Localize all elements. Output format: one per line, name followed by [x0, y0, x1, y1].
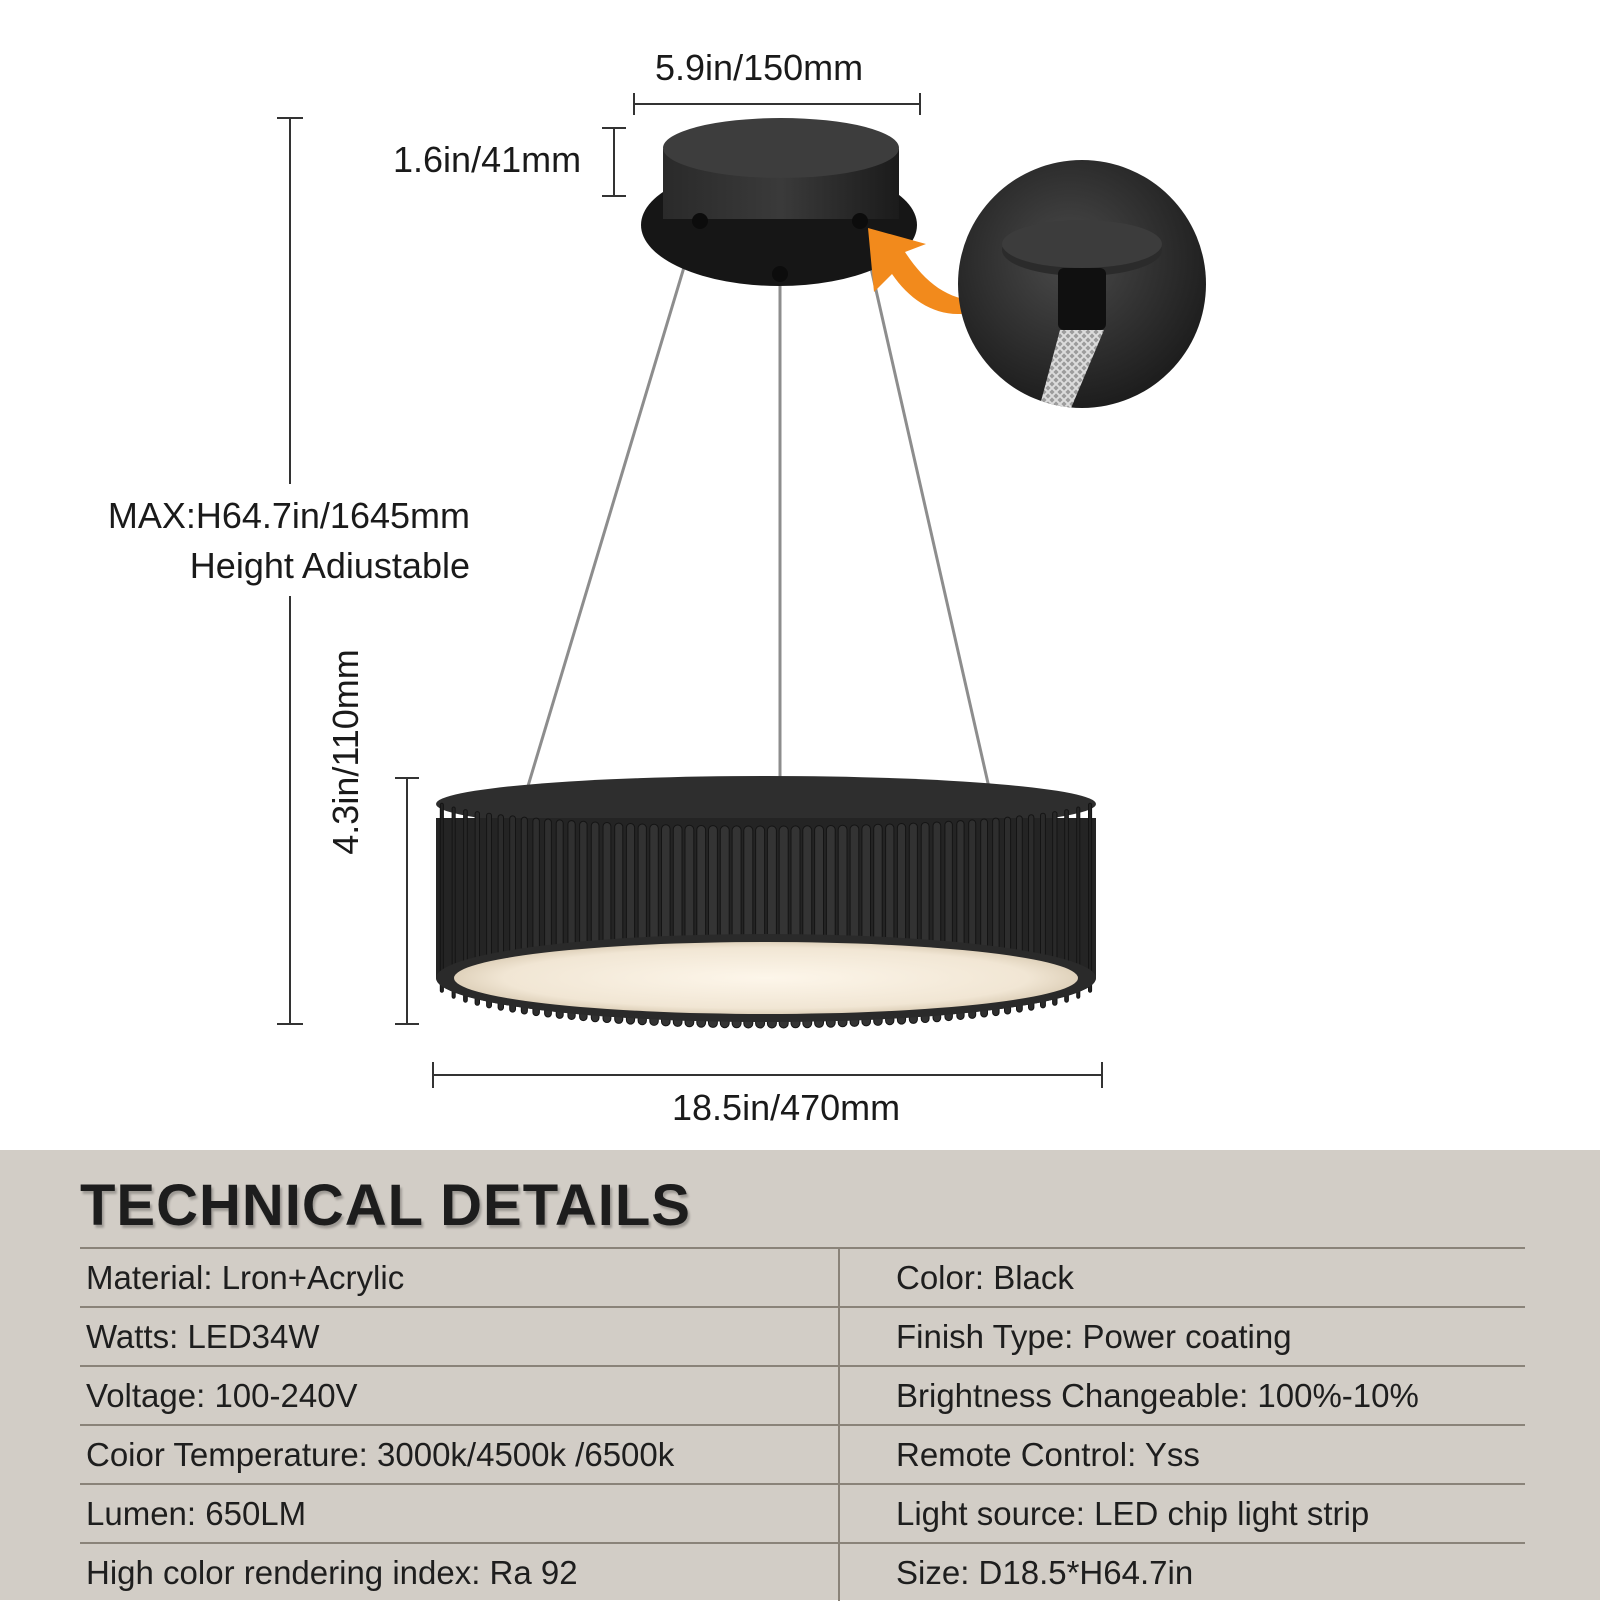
fluted-shade [436, 776, 1096, 1029]
spec-brightness: Brightness Changeable: 100%-10% [839, 1365, 1525, 1425]
shade-height-label: 4.3in/110mm [325, 649, 366, 855]
spec-finish-type: Finish Type: Power coating [839, 1306, 1525, 1366]
height-adjustable-label: Height Adiustable [189, 545, 470, 586]
spec-row: Watts: LED34W Finish Type: Power coating [80, 1306, 1525, 1366]
spec-watts: Watts: LED34W [80, 1306, 840, 1366]
shade-diameter-label: 18.5in/470mm [672, 1087, 901, 1128]
spec-remote-control: Remote Control: Yss [839, 1424, 1525, 1484]
shade-flute [439, 802, 444, 993]
technical-details-title: TECHNICAL DETAILS [80, 1173, 691, 1238]
diffuser [454, 942, 1078, 1014]
spec-size: Size: D18.5*H64.7in [839, 1542, 1525, 1601]
spec-light-source: Light source: LED chip light strip [839, 1483, 1525, 1543]
technical-details-panel: TECHNICAL DETAILS Material: Lron+Acrylic… [0, 1150, 1600, 1601]
shade-flute [1088, 802, 1093, 993]
spec-material: Material: Lron+Acrylic [80, 1247, 840, 1307]
max-height-label: MAX:H64.7in/1645mm [107, 495, 470, 536]
spec-row: Voltage: 100-240V Brightness Changeable:… [80, 1365, 1525, 1425]
spec-row: Lumen: 650LM Light source: LED chip ligh… [80, 1483, 1525, 1543]
shade-flute [1076, 806, 1081, 999]
spec-table: Material: Lron+Acrylic Color: Black Watt… [80, 1247, 1525, 1601]
spec-color: Color: Black [839, 1247, 1525, 1307]
ceiling-canopy [641, 118, 917, 286]
dimension-lines [277, 93, 1103, 1088]
spec-color-temperature: Coior Temperature: 3000k/4500k /6500k [80, 1424, 840, 1484]
canopy-height-label: 1.6in/41mm [393, 139, 582, 180]
zoom-detail-circle [958, 160, 1206, 408]
spec-lumen: Lumen: 650LM [80, 1483, 840, 1543]
spec-row: High color rendering index: Ra 92 Size: … [80, 1542, 1525, 1601]
shade-flute [1064, 809, 1069, 1003]
spec-voltage: Voltage: 100-240V [80, 1365, 840, 1425]
pendant-light-diagram [277, 93, 1206, 1088]
top-width-label: 5.9in/150mm [655, 47, 864, 88]
shade-flute [451, 806, 456, 999]
spec-row: Material: Lron+Acrylic Color: Black [80, 1247, 1525, 1307]
spec-row: Coior Temperature: 3000k/4500k /6500k Re… [80, 1424, 1525, 1484]
pointer-arrow [868, 228, 1008, 315]
spec-cri: High color rendering index: Ra 92 [80, 1542, 840, 1601]
suspension-cables [523, 223, 992, 797]
shade-flute [463, 809, 468, 1003]
